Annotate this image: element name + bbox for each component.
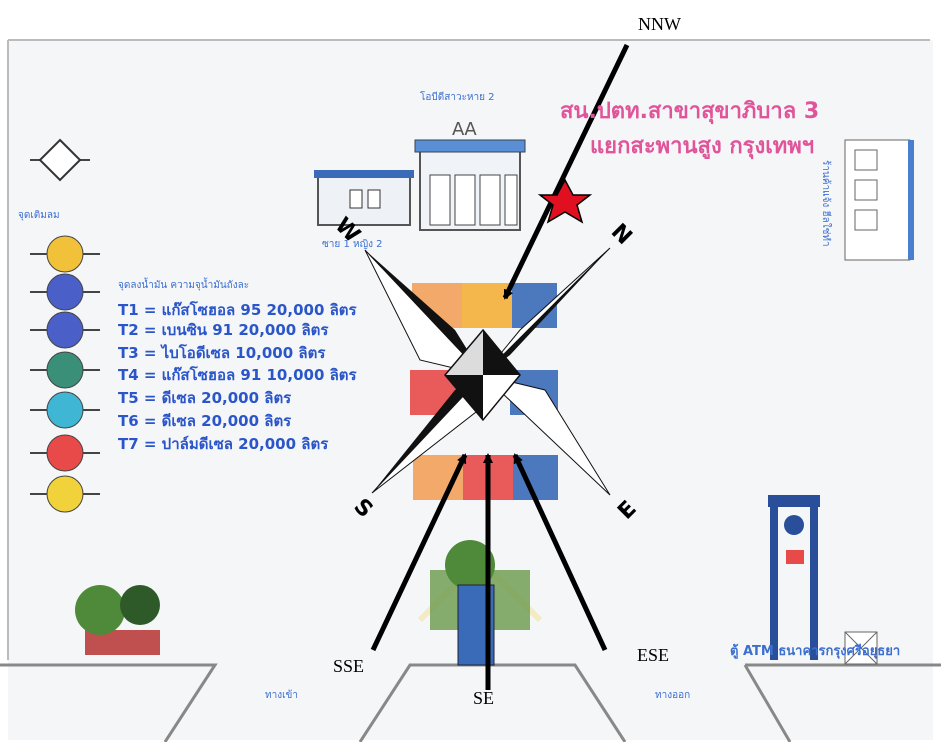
compass-rose bbox=[364, 247, 611, 496]
tank-legend-t4: T4 = แก๊สโซฮอล 91 10,000 ลิตร bbox=[118, 366, 357, 384]
tank-legend-t2: T2 = เบนซิน 91 20,000 ลิตร bbox=[118, 321, 329, 339]
atm-label: ตู้ ATM ธนาคารกรุงศรีอยุธยา bbox=[730, 644, 901, 659]
tank-legend-t6: T6 = ดีเซล 20,000 ลิตร bbox=[118, 412, 292, 430]
tank-legend-t3: T3 = ไบโอดีเซล 10,000 ลิตร bbox=[118, 344, 326, 362]
right-building bbox=[844, 139, 914, 261]
exit-label: ทางออก bbox=[655, 690, 691, 701]
tank-legend-t7: T7 = ปาล์มดีเซล 20,000 ลิตร bbox=[118, 435, 329, 453]
tank-circle-t5 bbox=[46, 434, 84, 472]
road-right bbox=[743, 663, 941, 742]
red-star-marker bbox=[537, 178, 593, 224]
direction-label-nnw: NNW bbox=[638, 14, 681, 34]
atm-box-icon bbox=[844, 631, 878, 665]
station-title-line2: แยกสะพานสูง กรุงเทพฯ bbox=[590, 134, 815, 159]
arrow-ese bbox=[512, 453, 608, 652]
tank-legend-t5: T5 = ดีเซล 20,000 ลิตร bbox=[118, 389, 292, 407]
tree-left bbox=[75, 585, 160, 655]
zone-label: ซาย 1 หญิง 2 bbox=[322, 239, 383, 250]
shop-building bbox=[414, 139, 526, 231]
arrow-sse bbox=[370, 453, 468, 652]
arrow-nnw bbox=[502, 43, 630, 300]
ptt-sign bbox=[768, 495, 820, 660]
tank-circle-top bbox=[46, 235, 84, 273]
entrance-label: ทางเข้า bbox=[265, 690, 298, 701]
shop-label: โอบีดีสาวะหาย 2 bbox=[420, 92, 495, 103]
air-pump-label: จุดเติมลม bbox=[18, 210, 60, 221]
direction-label-se: SE bbox=[473, 688, 495, 708]
tank-circle-t6 bbox=[46, 475, 84, 513]
air-pump-icon bbox=[30, 138, 90, 182]
tank-circle-t2 bbox=[46, 311, 84, 349]
right-building-label: ร้านค้าแจ้ง ฮีลใช่ทำ bbox=[820, 160, 831, 247]
tank-circle-t3 bbox=[46, 351, 84, 389]
station-title-line1: สน.ปตท.สาขาสุขาภิบาล 3 bbox=[560, 99, 820, 124]
restroom-symbol: ΑΑ bbox=[452, 119, 477, 140]
tank-legend-t1: T1 = แก๊สโซฮอล 95 20,000 ลิตร bbox=[118, 301, 357, 319]
tank-legend-header: จุดลงน้ำมัน ความจุน้ำมันถังละ bbox=[118, 280, 250, 291]
tank-circle-t1 bbox=[46, 273, 84, 311]
tank-circle-t4 bbox=[46, 391, 84, 429]
road-left bbox=[0, 663, 218, 742]
direction-label-sse: SSE bbox=[333, 656, 365, 676]
direction-label-ese: ESE bbox=[637, 645, 670, 665]
toilet-building bbox=[314, 170, 414, 226]
